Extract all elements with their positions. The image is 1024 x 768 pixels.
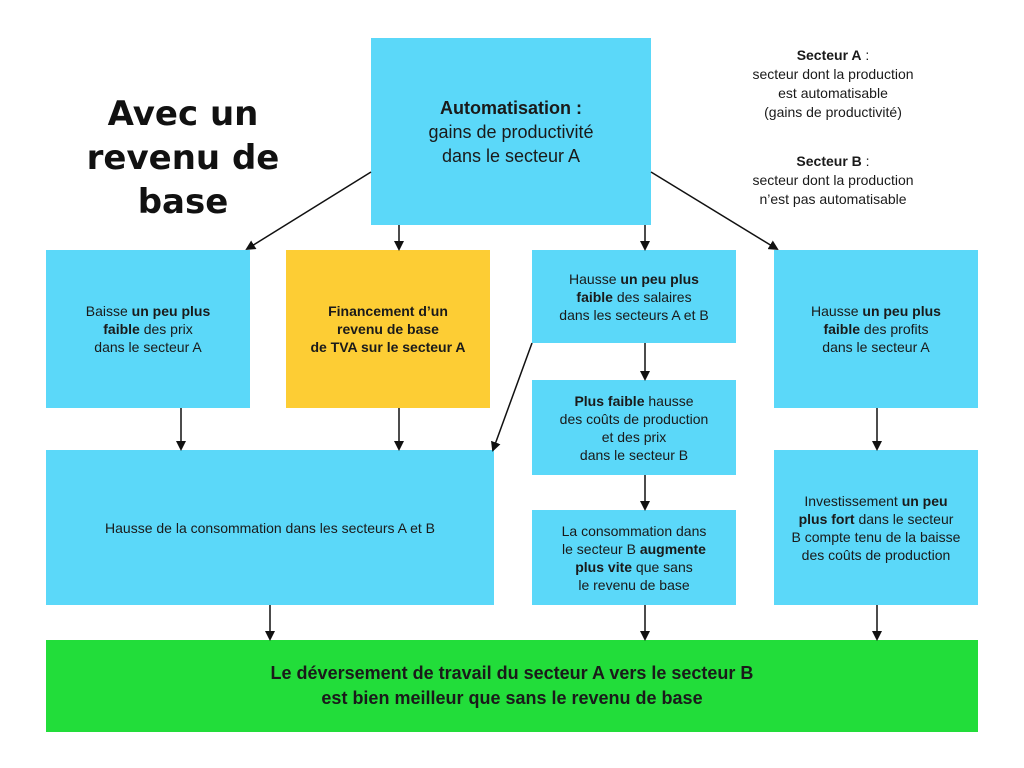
automatisation-heading: Automatisation : — [440, 97, 582, 118]
legend-sector-b: Secteur B : secteur dont la production n… — [708, 152, 958, 209]
node-automatisation: Automatisation : gains de productivité d… — [371, 38, 651, 225]
legend-a-title: Secteur A — [796, 47, 862, 63]
title-line-1: Avec un — [107, 94, 259, 134]
legend-a-line-2: est automatisable — [778, 85, 888, 101]
legend-b-title: Secteur B — [796, 153, 862, 169]
diagram-title: Avec un revenu de base — [48, 92, 318, 224]
legend-sector-a: Secteur A : secteur dont la production e… — [708, 46, 958, 122]
node-hausse-profits: Hausse un peu plus faible des profits da… — [774, 250, 978, 408]
legend-a-line-1: secteur dont la production — [752, 66, 914, 82]
arrow-salaires-to-conso — [491, 342, 533, 452]
node-investissement: Investissement un peu plus fort dans le … — [774, 450, 978, 605]
legend-b-line-2: n’est pas automatisable — [759, 191, 907, 207]
legend-a-colon: : — [861, 47, 870, 63]
node-baisse-prix: Baisse un peu plus faible des prix dans … — [46, 250, 250, 408]
node-hausse-salaires: Hausse un peu plus faible des salaires d… — [532, 250, 736, 343]
title-line-2: revenu de base — [86, 138, 280, 222]
automatisation-line-2: gains de productivité — [428, 121, 594, 142]
legend-b-colon: : — [861, 153, 870, 169]
automatisation-line-3: dans le secteur A — [441, 145, 581, 166]
node-plus-faible-hausse: Plus faible hausse des coûts de producti… — [532, 380, 736, 475]
legend-b-line-1: secteur dont la production — [752, 172, 914, 188]
legend-a-line-3: (gains de productivité) — [764, 104, 902, 120]
node-consommation-ab: Hausse de la consommation dans les secte… — [46, 450, 494, 605]
node-consommation-b: La consommation dans le secteur B augmen… — [532, 510, 736, 605]
node-financement: Financement d’un revenu de base de TVA s… — [286, 250, 490, 408]
node-deversement: Le déversement de travail du secteur A v… — [46, 640, 978, 732]
